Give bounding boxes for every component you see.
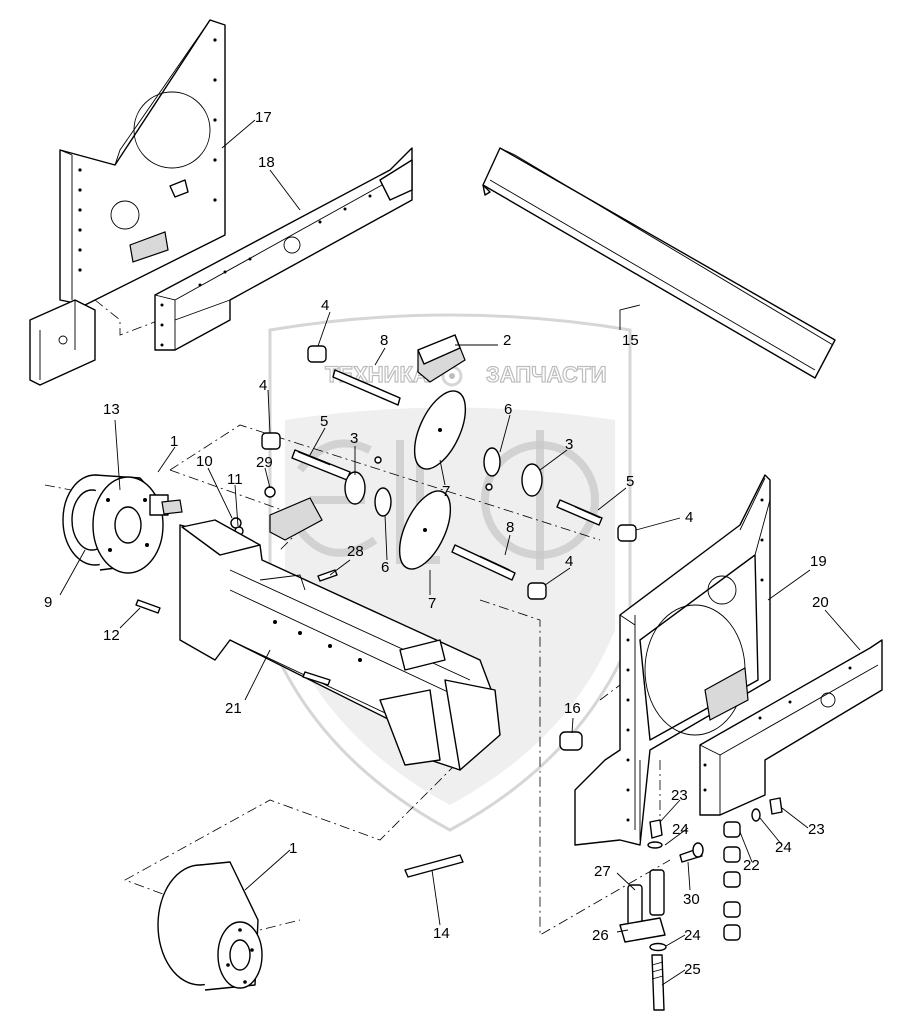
callout-27: 27	[594, 863, 611, 880]
callout-labels: 17 18 15 4 8 2 4 5 3 6 3 5 4 7 8 6 7 4 1…	[44, 109, 829, 978]
part-12-bolt	[135, 599, 161, 614]
callout-10: 10	[196, 453, 213, 470]
part-22-bushing-b	[723, 846, 741, 863]
callout-4-c: 4	[685, 509, 693, 526]
hardware-bottom-right	[619, 797, 783, 1011]
part-4-bushing-d	[527, 582, 547, 600]
part-1-hub-lower	[157, 861, 263, 991]
part-22-bushing-d	[723, 901, 741, 918]
part-24-washer-c	[692, 842, 704, 858]
callout-22: 22	[743, 857, 760, 874]
callout-1-b: 1	[289, 840, 297, 857]
callout-26: 26	[592, 927, 609, 944]
callout-11: 11	[227, 471, 243, 488]
part-24-washer-d	[751, 808, 761, 822]
callout-6-a: 6	[504, 401, 512, 418]
part-4-bushing-a	[307, 345, 327, 363]
part-3-hub-a	[344, 471, 366, 505]
part-27-pin	[649, 869, 665, 916]
callout-24-b: 24	[775, 839, 792, 856]
part-20-bolt-holes	[703, 666, 852, 792]
callout-4-a: 4	[321, 297, 329, 314]
part-4-bushing-c	[617, 524, 637, 542]
watermark-right-text: ЗАПЧАСТИ	[486, 362, 607, 387]
callout-17: 17	[255, 109, 272, 126]
callout-13: 13	[103, 401, 120, 418]
part-6-flange-a	[483, 447, 501, 477]
part-3-hub-b	[521, 463, 543, 497]
callout-8-b: 8	[506, 519, 514, 536]
callout-20: 20	[812, 594, 829, 611]
callout-4-d: 4	[565, 553, 573, 570]
callout-3-b: 3	[565, 436, 573, 453]
part-24-washer-b	[649, 942, 667, 952]
part-22-bushing-e	[723, 924, 741, 941]
part-19-bolt-holes	[626, 498, 764, 822]
part-25-bolt	[651, 954, 665, 1011]
callout-19: 19	[810, 553, 827, 570]
watermark-shield-outline	[268, 313, 632, 832]
part-19-side-panel	[574, 474, 771, 846]
part-2-cover-b	[269, 497, 323, 541]
part-21-bolt-holes	[273, 620, 362, 662]
part-28-bolt	[317, 569, 338, 582]
part-24-washer-a	[647, 841, 663, 849]
part-23-nut-a	[649, 819, 663, 839]
axle-detail-parts	[230, 334, 637, 600]
callout-30: 30	[683, 891, 700, 908]
part-17-side-panel	[29, 19, 226, 386]
part-15-channel	[482, 147, 836, 379]
part-4-bushing-b	[261, 432, 281, 450]
part-20-frame-beam	[699, 639, 883, 816]
callout-5-b: 5	[626, 473, 634, 490]
callout-4-b: 4	[259, 377, 267, 394]
part-18-frame-beam	[154, 147, 413, 351]
callout-8-a: 8	[380, 332, 388, 349]
callout-23-a: 23	[671, 787, 688, 804]
part-18-bolt-holes	[160, 194, 372, 347]
part-1-hub-upper	[62, 474, 183, 574]
callout-6-b: 6	[381, 559, 389, 576]
callout-14: 14	[433, 925, 450, 942]
part-16-bushing	[559, 731, 583, 751]
part-5-shaft-b	[556, 499, 603, 526]
callout-5-a: 5	[320, 413, 328, 430]
part-23-nut-b	[769, 797, 783, 815]
callout-24-c: 24	[684, 927, 701, 944]
callout-28: 28	[347, 543, 364, 560]
part-8-shaft-b	[451, 544, 516, 581]
leader-lines	[59, 119, 861, 986]
callout-12: 12	[103, 627, 120, 644]
callout-1-a: 1	[170, 433, 178, 450]
callout-29: 29	[256, 454, 273, 471]
callout-25: 25	[684, 961, 701, 978]
part-26-plate	[619, 917, 666, 943]
callout-7-a: 7	[442, 483, 450, 500]
callout-15: 15	[622, 332, 639, 349]
callout-2: 2	[503, 332, 511, 349]
callout-7-b: 7	[428, 595, 436, 612]
callout-21: 21	[225, 700, 242, 717]
part-22-bushing-a	[723, 821, 741, 838]
callout-3-a: 3	[350, 430, 358, 447]
part-17-bolt-holes	[78, 38, 217, 272]
part-21-axle-beam	[179, 519, 501, 771]
part-29-washer	[264, 486, 276, 498]
callout-18: 18	[258, 154, 275, 171]
callout-9: 9	[44, 594, 52, 611]
callout-16: 16	[564, 700, 581, 717]
part-27-pin-b	[627, 884, 643, 926]
part-6-flange-b	[374, 487, 392, 517]
callout-23-b: 23	[808, 821, 825, 838]
part-22-bushing-c	[723, 871, 741, 888]
part-14-strip	[404, 854, 464, 878]
callout-24-a: 24	[672, 821, 689, 838]
